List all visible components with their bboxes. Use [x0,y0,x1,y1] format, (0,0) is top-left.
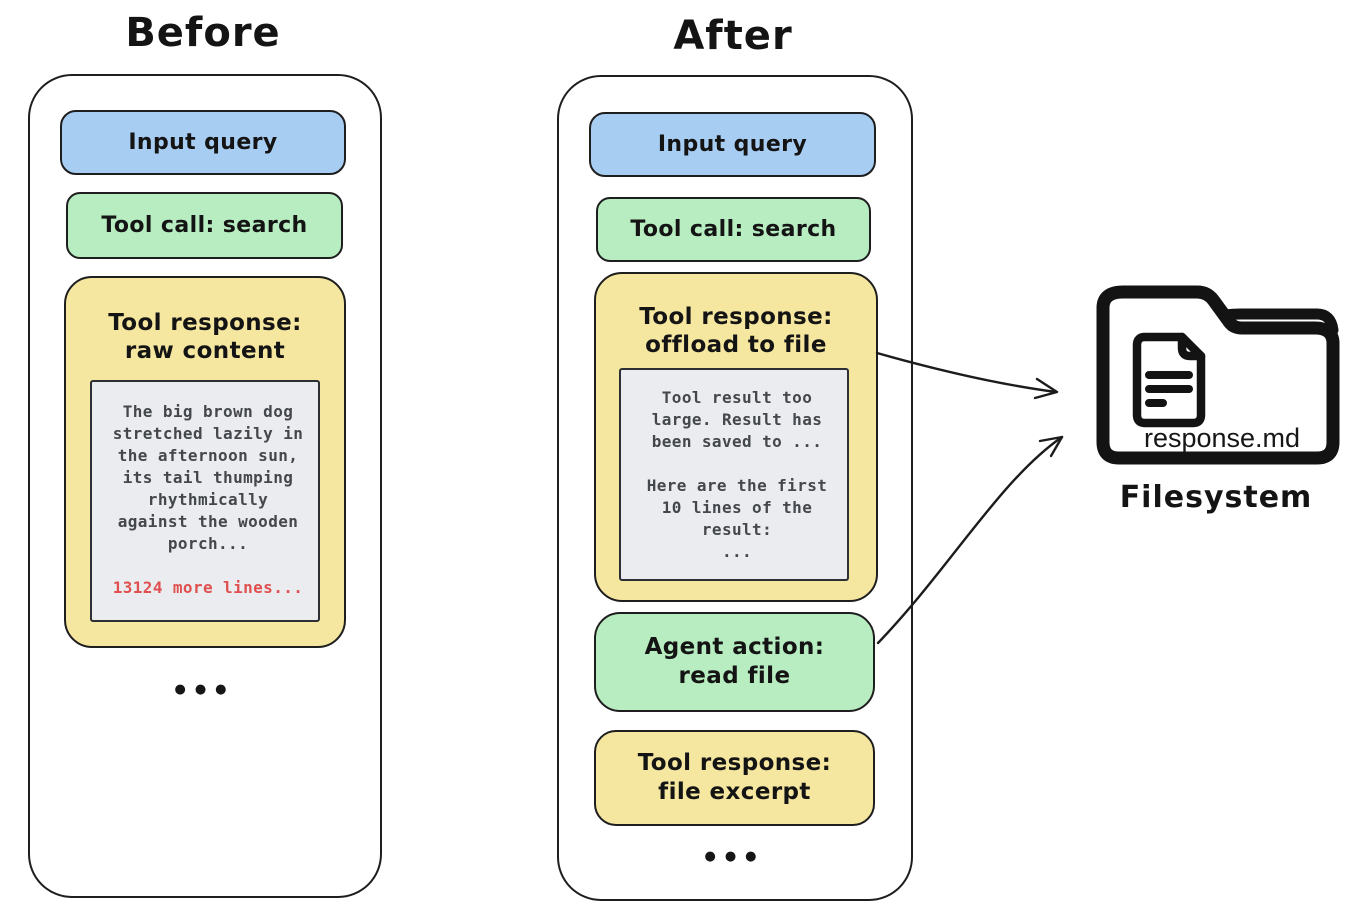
arrow-read-file-head [1038,435,1064,458]
after-ellipsis: ●●● [704,849,766,864]
after-input-query-label: Input query [657,132,808,157]
before-raw-content-text: The big brown dog stretched lazily in th… [112,402,304,553]
folder-flap-line [1219,308,1339,336]
after-tool-response-box: Tool response: offload to file Tool resu… [594,272,878,602]
after-panel: Input query Tool call: search Tool respo… [557,75,913,901]
file-name-label: response.md [1144,423,1300,453]
after-file-excerpt-label: Tool response: file excerpt [637,750,832,805]
folder-outline [1096,285,1340,465]
after-offload-text: Tool result too large. Result has been s… [646,388,828,561]
after-file-excerpt-box: Tool response: file excerpt [594,730,875,826]
after-tool-response-title: Tool response: offload to file [639,304,833,358]
arrow-offload-head [1033,377,1059,400]
before-ellipsis: ●●● [174,682,236,697]
after-title: After [673,13,793,59]
after-offload-excerpt: Tool result too large. Result has been s… [619,368,849,581]
before-title: Before [125,10,281,56]
before-input-query-label: Input query [128,130,278,155]
filesystem-label: Filesystem [1119,480,1313,515]
before-input-query-box: Input query [60,110,346,175]
filesystem-folder-icon: response.md [1096,285,1340,465]
before-more-lines-text: 13124 more lines... [112,578,304,597]
after-agent-action-label: Agent action: read file [644,634,825,689]
document-fold [1177,332,1206,361]
before-panel: Input query Tool call: search Tool respo… [28,74,382,898]
before-tool-call-box: Tool call: search [66,192,343,259]
document-icon [1132,332,1206,428]
after-tool-call-label: Tool call: search [630,217,837,242]
before-raw-content-excerpt: The big brown dog stretched lazily in th… [90,380,320,622]
before-tool-call-label: Tool call: search [101,213,308,238]
after-agent-action-box: Agent action: read file [594,612,875,712]
document-text-lines [1145,371,1193,407]
after-input-query-box: Input query [589,112,876,177]
before-tool-response-box: Tool response: raw content The big brown… [64,276,346,648]
before-tool-response-title: Tool response: raw content [108,310,302,364]
after-tool-call-box: Tool call: search [596,197,871,262]
